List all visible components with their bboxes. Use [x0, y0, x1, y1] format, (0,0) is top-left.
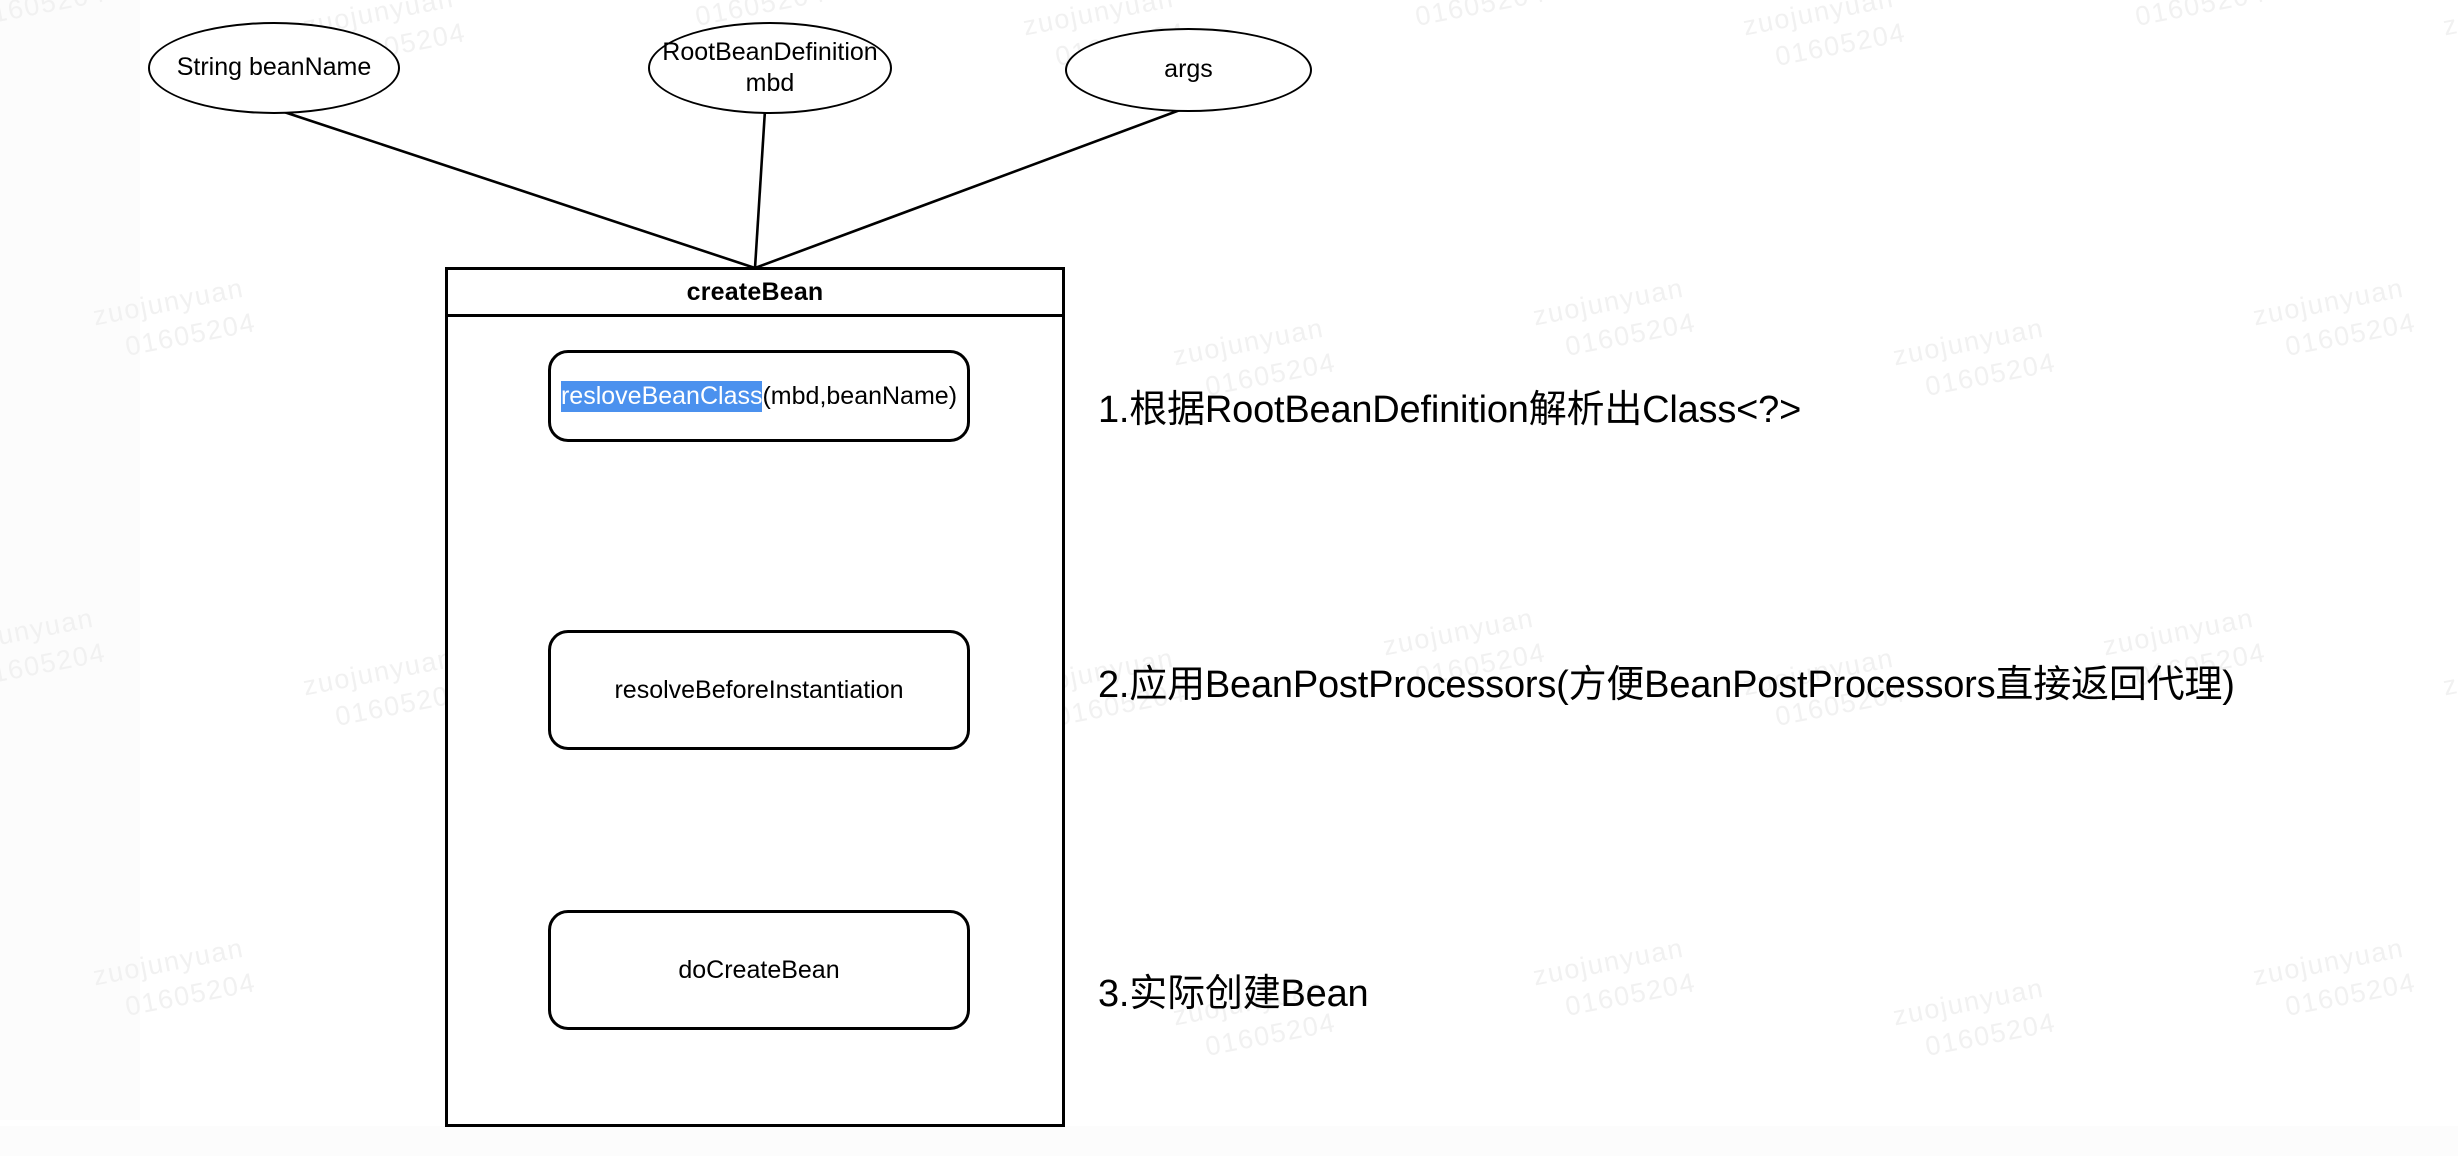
step-label-reslove-bean-class: resloveBeanClass(mbd,beanName) [560, 380, 958, 412]
note-2: 2.应用BeanPostProcessors(方便BeanPostProcess… [1098, 663, 2235, 709]
note-2-text: 2.应用BeanPostProcessors(方便BeanPostProcess… [1098, 664, 2235, 706]
wire-mbd-to-createbean [753, 109, 767, 269]
selected-text-reslove-bean-class: resloveBeanClass [560, 380, 763, 412]
step-box-do-create-bean[interactable]: doCreateBean [548, 910, 970, 1030]
step-label-resolve-before-instantiation: resolveBeforeInstantiation [614, 675, 904, 704]
step-args-reslove-bean-class: (mbd,beanName) [762, 381, 958, 410]
step-label-do-create-bean: doCreateBean [678, 955, 840, 984]
param-ellipse-mbd[interactable]: RootBeanDefinition mbd [648, 22, 892, 114]
param-ellipse-bean-name-label: String beanName [176, 53, 372, 82]
create-bean-title-label: createBean [686, 277, 824, 306]
note-3: 3.实际创建Bean [1098, 972, 1369, 1018]
wire-beanname-to-createbean [271, 106, 756, 270]
step-box-reslove-bean-class[interactable]: resloveBeanClass(mbd,beanName) [548, 350, 970, 442]
param-ellipse-mbd-label: RootBeanDefinition [662, 37, 878, 66]
note-1: 1.根据RootBeanDefinition解析出Class<?> [1098, 388, 1801, 434]
note-1-text: 1.根据RootBeanDefinition解析出Class<?> [1098, 389, 1802, 431]
create-bean-title: createBean [448, 270, 1062, 317]
param-ellipse-bean-name[interactable]: String beanName [148, 22, 400, 114]
param-ellipse-args-label: args [1164, 55, 1213, 84]
param-ellipse-mbd-label-line2: mbd [745, 69, 795, 97]
background-band-bottom [0, 1126, 2458, 1156]
background-band-left [0, 0, 140, 1120]
param-ellipse-args[interactable]: args [1065, 28, 1312, 112]
note-3-text: 3.实际创建Bean [1098, 973, 1369, 1015]
step-box-resolve-before-instantiation[interactable]: resolveBeforeInstantiation [548, 630, 970, 750]
wire-args-to-createbean [754, 108, 1181, 270]
